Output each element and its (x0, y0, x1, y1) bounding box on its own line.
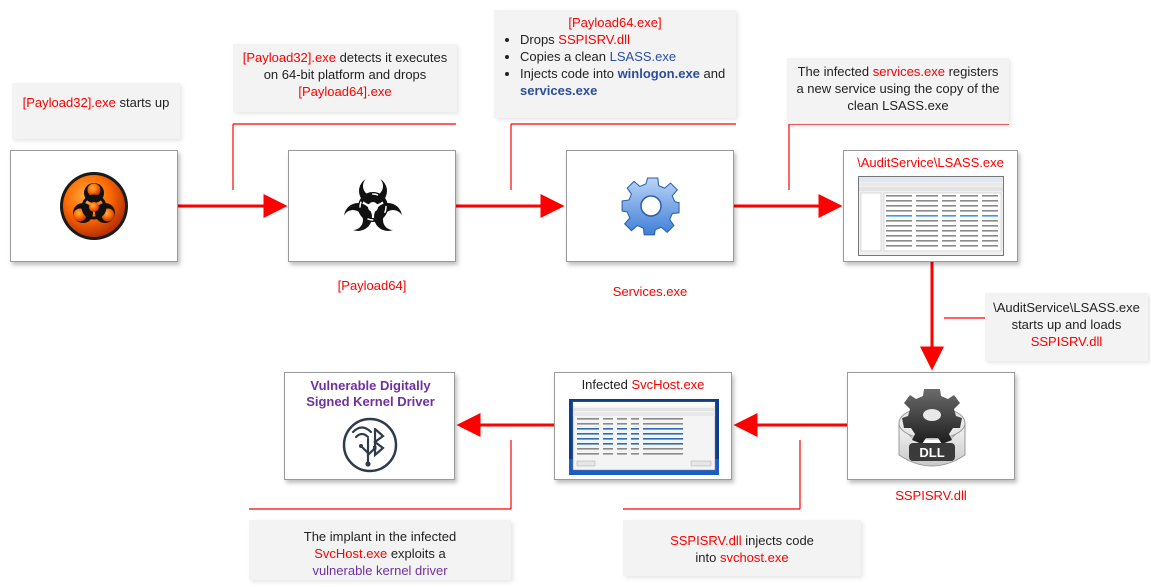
screenshot-row (886, 195, 998, 197)
note-text-red: [Payload32].exe (242, 50, 336, 65)
screenshot-row (577, 433, 683, 435)
list-item: Injects code into winlogon.exe and servi… (520, 65, 728, 99)
node-audit-lsass: \AuditService\LSASS.exe (843, 150, 1018, 262)
gear-icon (621, 177, 680, 236)
note-text-red: SSPISRV.dll (670, 533, 742, 548)
screenshot-row (577, 438, 683, 440)
node-services (566, 150, 734, 262)
screenshot-row (577, 448, 683, 450)
screenshot-row (886, 215, 998, 217)
note-text: The infected (797, 64, 873, 79)
note-sspisrv-injects: SSPISRV.dll injects code into svchost.ex… (623, 520, 861, 576)
bluetooth-usb-wifi-icon (342, 417, 398, 473)
note-title: [Payload64.exe] (568, 15, 662, 30)
node-payload64 (288, 150, 456, 262)
note-text-red: services.exe (872, 64, 945, 79)
note-text: starts up (115, 95, 170, 110)
note-payload32-starts: [Payload32].exe starts up (12, 83, 180, 139)
note-text: injects code into (695, 533, 814, 565)
node-kernel-driver: Vulnerable Digitally Signed Kernel Drive… (284, 372, 455, 480)
note-payload64-actions: [Payload64.exe] Drops SSPISRV.dll Copies… (494, 10, 736, 118)
action-list: Drops SSPISRV.dll Copies a clean LSASS.e… (502, 31, 728, 99)
node-title: \AuditService\LSASS.exe (857, 155, 1004, 170)
note-text: registers a new service using the copy o… (796, 64, 1000, 113)
screenshot-row (886, 210, 998, 212)
node-title: Infected SvcHost.exe (581, 377, 705, 392)
note-text-red: SvcHost.exe (314, 546, 388, 561)
task-manager-screenshot (569, 399, 719, 475)
dll-gear-icon: DLL (898, 389, 966, 467)
screenshot-row (886, 240, 998, 242)
note-text-red: svchost.exe (719, 550, 789, 565)
screenshot-row (577, 428, 683, 430)
screenshot-row (886, 235, 998, 237)
caption-sspisrv: SSPISRV.dll (895, 488, 967, 503)
screenshot-row (886, 220, 998, 222)
note-text-purple: vulnerable kernel driver (312, 563, 448, 578)
screenshot-row (577, 453, 683, 455)
node-svchost: Infected SvcHost.exe (554, 372, 732, 480)
note-text-red: SSPISRV.dll (1030, 334, 1103, 349)
biohazard-orange-icon (60, 172, 128, 240)
note-services-registers: The infected services.exe registers a ne… (787, 58, 1009, 124)
note-text: exploits a (387, 546, 446, 561)
list-item: Drops SSPISRV.dll (520, 31, 728, 48)
screenshot-row (886, 205, 998, 207)
note-lsass-loads: \AuditService\LSASS.exe starts up and lo… (985, 293, 1148, 361)
screenshot-row (577, 423, 683, 425)
node-payload32 (10, 150, 178, 262)
note-payload32-detects: [Payload32].exe detects it executes on 6… (233, 44, 457, 112)
screenshot-row (886, 230, 998, 232)
screenshot-row (886, 245, 998, 247)
note-text: \AuditService\LSASS.exe (993, 300, 1140, 315)
screenshot-row (886, 200, 998, 202)
caption-services: Services.exe (612, 284, 688, 299)
screenshot-row (577, 418, 683, 420)
note-text: starts up and loads (1011, 317, 1122, 332)
note-text: detects it executes on 64-bit platform a… (263, 50, 448, 82)
note-text: The implant in the infected (303, 529, 457, 544)
node-sspisrv: DLL (847, 372, 1015, 480)
dll-label: DLL (919, 445, 944, 460)
screenshot-row (577, 443, 683, 445)
note-text-red: [Payload64].exe (298, 84, 392, 99)
node-title: Vulnerable Digitally Signed Kernel Drive… (306, 378, 435, 409)
caption-payload64: [Payload64] (337, 278, 407, 293)
note-implant-exploits: The implant in the infected SvcHost.exe … (249, 520, 511, 580)
list-item: Copies a clean LSASS.exe (520, 48, 728, 65)
biohazard-black-icon (343, 176, 403, 231)
note-text-red: [Payload32].exe (22, 95, 116, 110)
screenshot-row (886, 225, 998, 227)
services-window-screenshot (858, 176, 1004, 256)
